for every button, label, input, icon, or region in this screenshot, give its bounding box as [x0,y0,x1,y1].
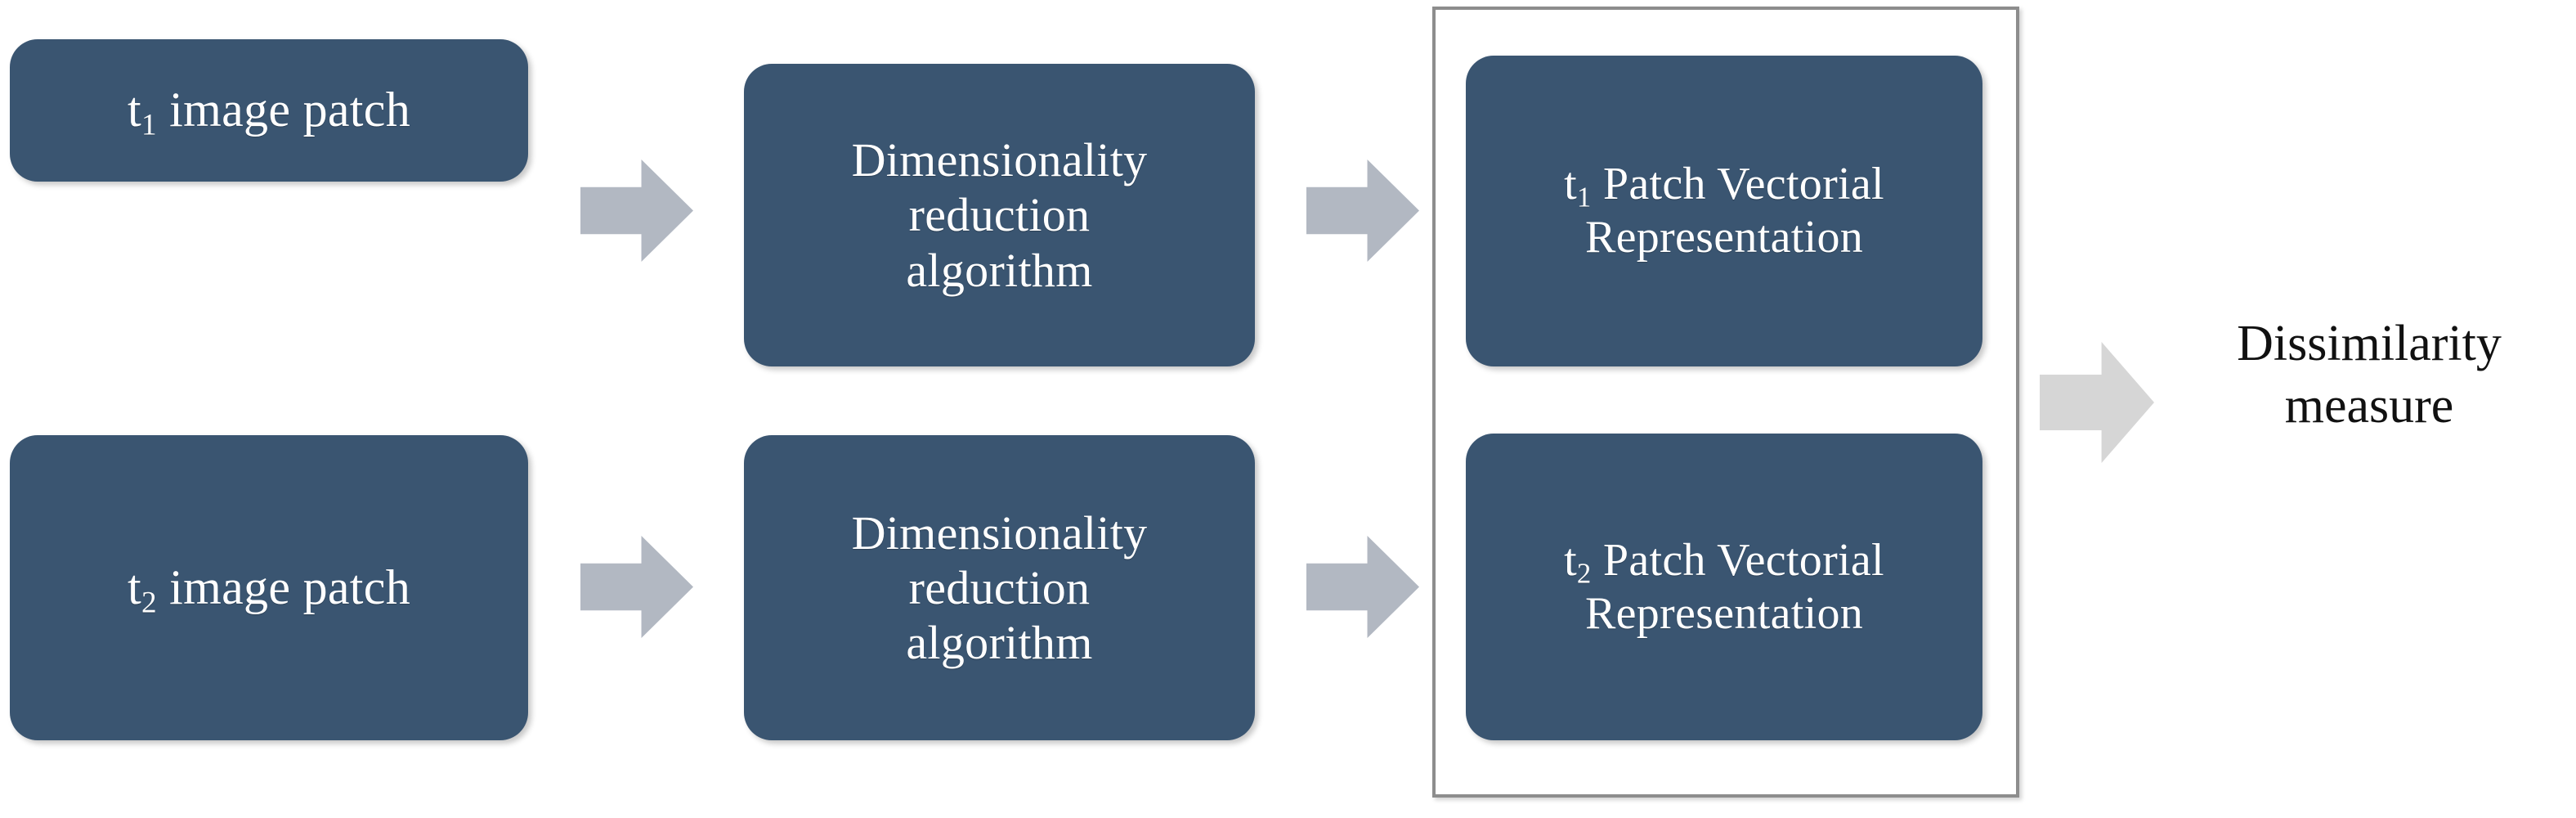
subscript-1: 1 [141,108,157,142]
arrow-t2-to-dr-icon [580,536,693,638]
node-dimensionality-reduction-top-label: Dimensionality reduction algorithm [851,133,1148,297]
node-t1-image-patch-label: t1 image patch [127,83,411,142]
arrow-dr-to-t2vector-icon [1306,536,1419,638]
arrow-vectors-to-output-icon [2040,342,2154,463]
node-t2-patch-vectorial-representation[interactable]: t2 Patch Vectorial Representation [1466,434,1982,740]
subscript-1: 1 [1576,181,1592,213]
node-t2-image-patch[interactable]: t2 image patch [10,435,528,740]
node-dissimilarity-measure: Dissimilarity measure [2237,316,2502,434]
node-t1-vector-label: t1 Patch Vectorial Representation [1564,159,1884,263]
node-t2-vector-label: t2 Patch Vectorial Representation [1564,534,1884,639]
node-dimensionality-reduction-top[interactable]: Dimensionality reduction algorithm [744,64,1255,366]
node-t1-image-patch[interactable]: t1 image patch [10,39,528,182]
node-dimensionality-reduction-bottom-label: Dimensionality reduction algorithm [851,506,1148,670]
node-t2-image-patch-label: t2 image patch [127,560,411,620]
node-t1-patch-vectorial-representation[interactable]: t1 Patch Vectorial Representation [1466,56,1982,366]
arrow-t1-to-dr-icon [580,160,693,262]
subscript-2: 2 [141,586,157,620]
arrow-dr-to-t1vector-icon [1306,160,1419,262]
vector-representation-group [1432,7,2019,798]
subscript-2: 2 [1576,557,1592,590]
node-dimensionality-reduction-bottom[interactable]: Dimensionality reduction algorithm [744,435,1255,740]
